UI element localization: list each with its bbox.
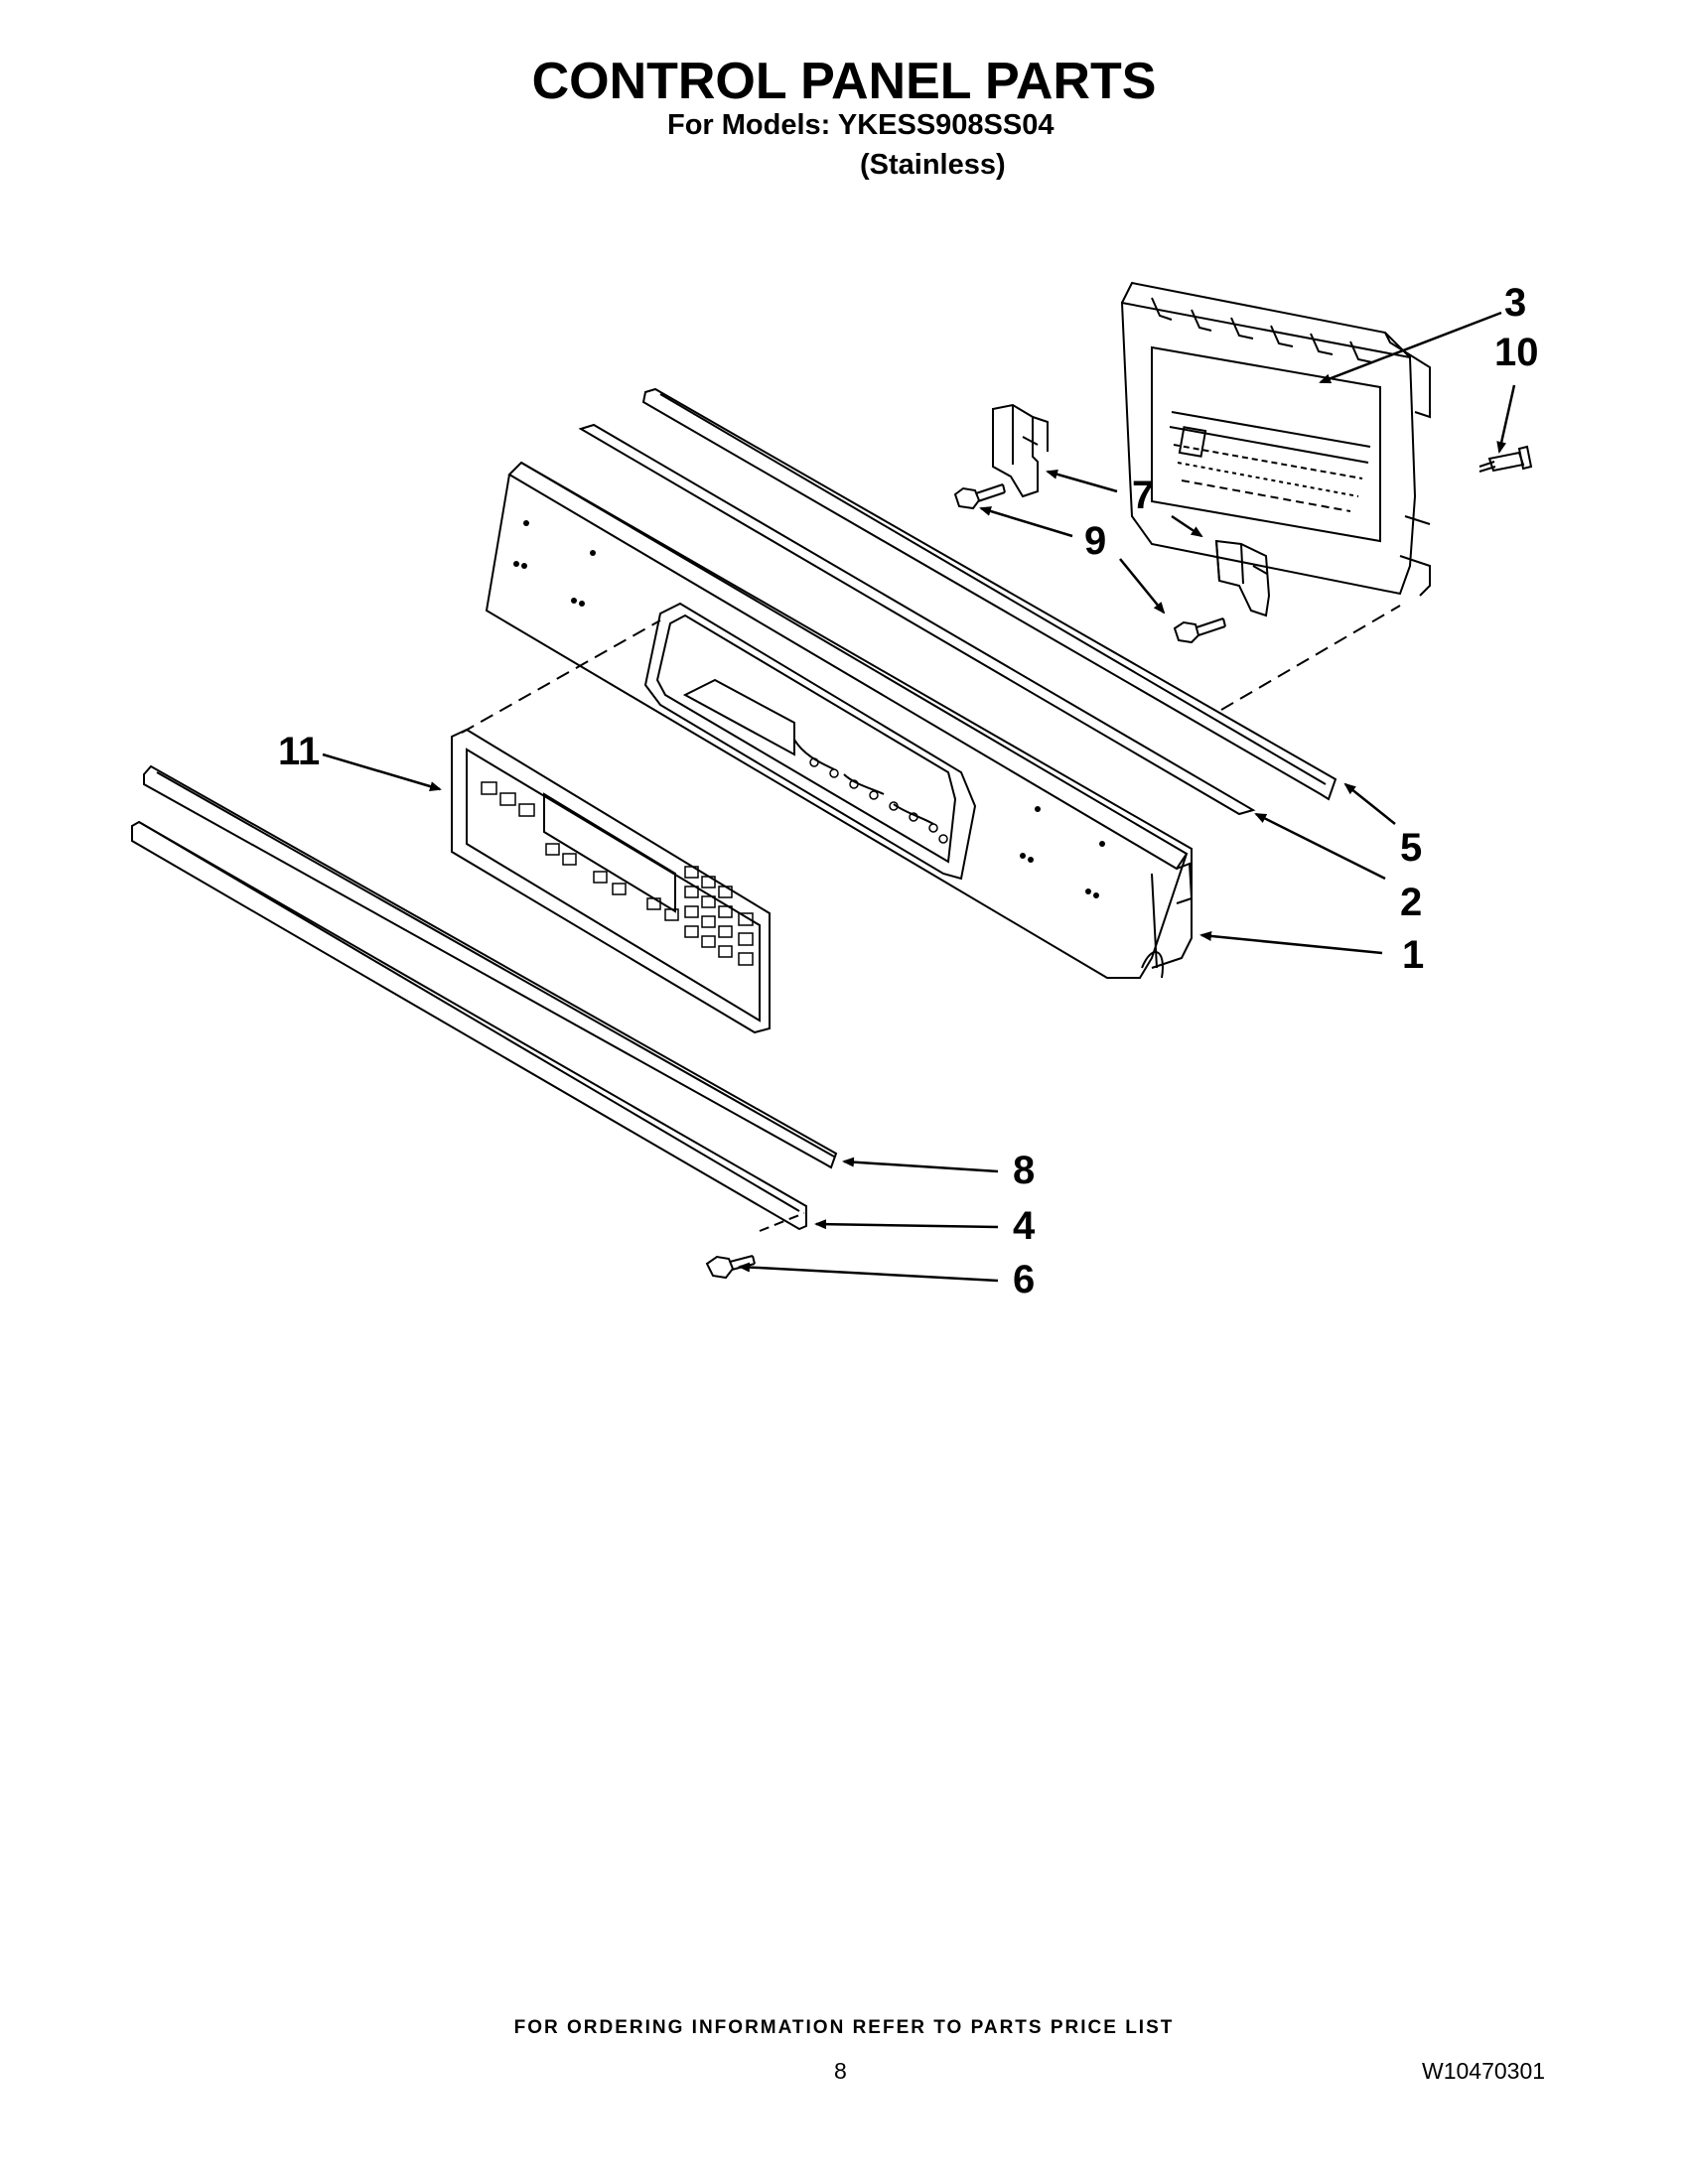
top-trim-rail bbox=[641, 387, 1337, 801]
callout-10: 10 bbox=[1494, 331, 1539, 374]
callout-leaders bbox=[322, 311, 1516, 1283]
mounting-bracket-lower bbox=[1214, 539, 1271, 617]
bottom-trim-strip bbox=[131, 820, 807, 1231]
bracket-screw-upper bbox=[953, 483, 1006, 510]
page-number: 8 bbox=[834, 2058, 847, 2084]
callout-6: 6 bbox=[1013, 1258, 1035, 1301]
bracket-screw-lower bbox=[1173, 617, 1226, 644]
callout-7: 7 bbox=[1132, 474, 1154, 517]
page-title: CONTROL PANEL PARTS bbox=[531, 53, 1157, 110]
callout-5: 5 bbox=[1400, 826, 1422, 870]
callout-4: 4 bbox=[1013, 1204, 1036, 1248]
control-panel-housing bbox=[485, 461, 1194, 979]
callout-9: 9 bbox=[1084, 519, 1106, 563]
callout-11: 11 bbox=[278, 730, 320, 773]
board-screw bbox=[1478, 445, 1533, 473]
callout-1: 1 bbox=[1402, 933, 1424, 977]
document-number: W10470301 bbox=[1422, 2058, 1546, 2084]
electronic-control-board bbox=[1120, 281, 1431, 597]
callout-8: 8 bbox=[1013, 1149, 1035, 1192]
touchpad-overlay bbox=[451, 728, 771, 1034]
callout-3: 3 bbox=[1504, 281, 1526, 325]
seal-strip bbox=[578, 423, 1256, 816]
color-line: (Stainless) bbox=[860, 149, 1006, 181]
mounting-bracket-upper bbox=[992, 403, 1049, 498]
lower-trim-rail bbox=[143, 764, 838, 1169]
callout-2: 2 bbox=[1400, 881, 1422, 924]
models-line: For Models: YKESS908SS04 bbox=[667, 109, 1055, 141]
ordering-note: FOR ORDERING INFORMATION REFER TO PARTS … bbox=[513, 2017, 1175, 2038]
